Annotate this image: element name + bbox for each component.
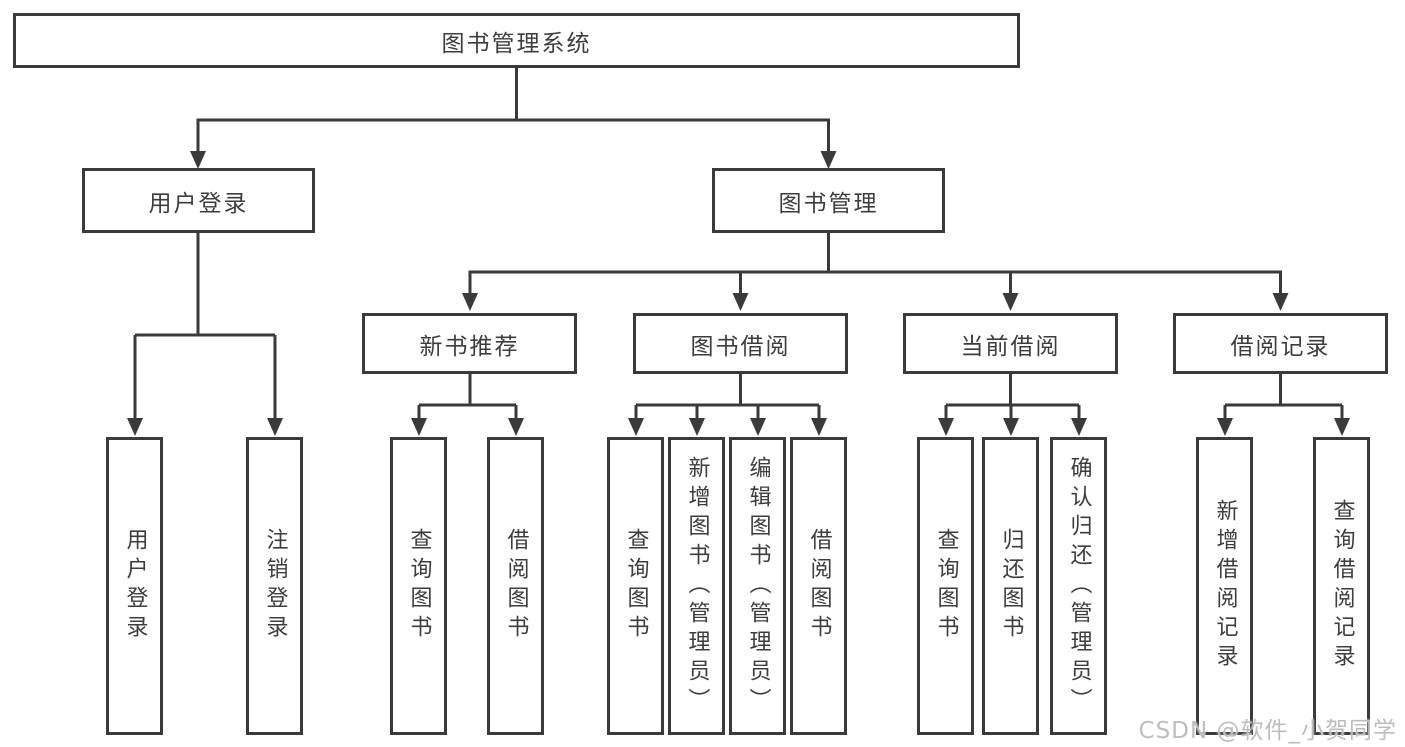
node-user-login-group-label: 用户登录 <box>148 190 249 217</box>
leaf-bb-query-books: 查询图书 <box>607 437 664 735</box>
leaf-cb-return-books-label: 归还图书 <box>998 528 1024 644</box>
leaf-bb-edit-books-admin: 编辑图书（管理员） <box>729 437 786 735</box>
leaf-nbr-borrow-books: 借阅图书 <box>487 437 544 735</box>
node-user-login-group: 用户登录 <box>82 168 315 233</box>
node-book-management-group-label: 图书管理 <box>778 190 879 217</box>
leaf-bb-add-books-admin-label: 新增图书（管理员） <box>684 455 710 717</box>
leaf-cb-query-books-label: 查询图书 <box>933 528 959 644</box>
leaf-br-query-record-label: 查询借阅记录 <box>1329 499 1355 673</box>
leaf-cb-confirm-return-admin-label: 确认归还（管理员） <box>1066 455 1092 717</box>
leaf-br-add-record-label: 新增借阅记录 <box>1212 499 1238 673</box>
leaf-bb-query-books-label: 查询图书 <box>623 528 649 644</box>
leaf-user-login-label: 用户登录 <box>122 528 148 644</box>
leaf-br-query-record: 查询借阅记录 <box>1313 437 1370 735</box>
leaf-cb-query-books: 查询图书 <box>917 437 974 735</box>
leaf-logout: 注销登录 <box>246 437 303 735</box>
leaf-bb-borrow-books-label: 借阅图书 <box>806 528 832 644</box>
node-borrowing-records-label: 借阅记录 <box>1230 333 1331 360</box>
csdn-watermark: CSDN @软件_小贺同学 <box>1138 718 1397 744</box>
node-borrowing-records: 借阅记录 <box>1173 313 1388 374</box>
node-book-management-group: 图书管理 <box>712 168 945 233</box>
leaf-logout-label: 注销登录 <box>262 528 288 644</box>
leaf-nbr-query-books: 查询图书 <box>390 437 447 735</box>
leaf-bb-add-books-admin: 新增图书（管理员） <box>668 437 725 735</box>
leaf-cb-confirm-return-admin: 确认归还（管理员） <box>1050 437 1107 735</box>
node-new-book-recommend-label: 新书推荐 <box>419 333 520 360</box>
node-current-borrowing: 当前借阅 <box>903 313 1118 374</box>
node-current-borrowing-label: 当前借阅 <box>960 333 1061 360</box>
leaf-br-add-record: 新增借阅记录 <box>1196 437 1253 735</box>
leaf-user-login: 用户登录 <box>106 437 163 735</box>
node-new-book-recommend: 新书推荐 <box>362 313 577 374</box>
node-book-borrowing: 图书借阅 <box>633 313 848 374</box>
leaf-nbr-borrow-books-label: 借阅图书 <box>503 528 529 644</box>
leaf-nbr-query-books-label: 查询图书 <box>406 528 432 644</box>
node-system-root-label: 图书管理系统 <box>441 30 592 57</box>
leaf-cb-return-books: 归还图书 <box>982 437 1039 735</box>
node-system-root: 图书管理系统 <box>13 13 1020 68</box>
arrowheads <box>127 151 1350 436</box>
leaf-bb-borrow-books: 借阅图书 <box>790 437 847 735</box>
leaf-bb-edit-books-admin-label: 编辑图书（管理员） <box>745 455 771 717</box>
node-book-borrowing-label: 图书借阅 <box>690 333 791 360</box>
